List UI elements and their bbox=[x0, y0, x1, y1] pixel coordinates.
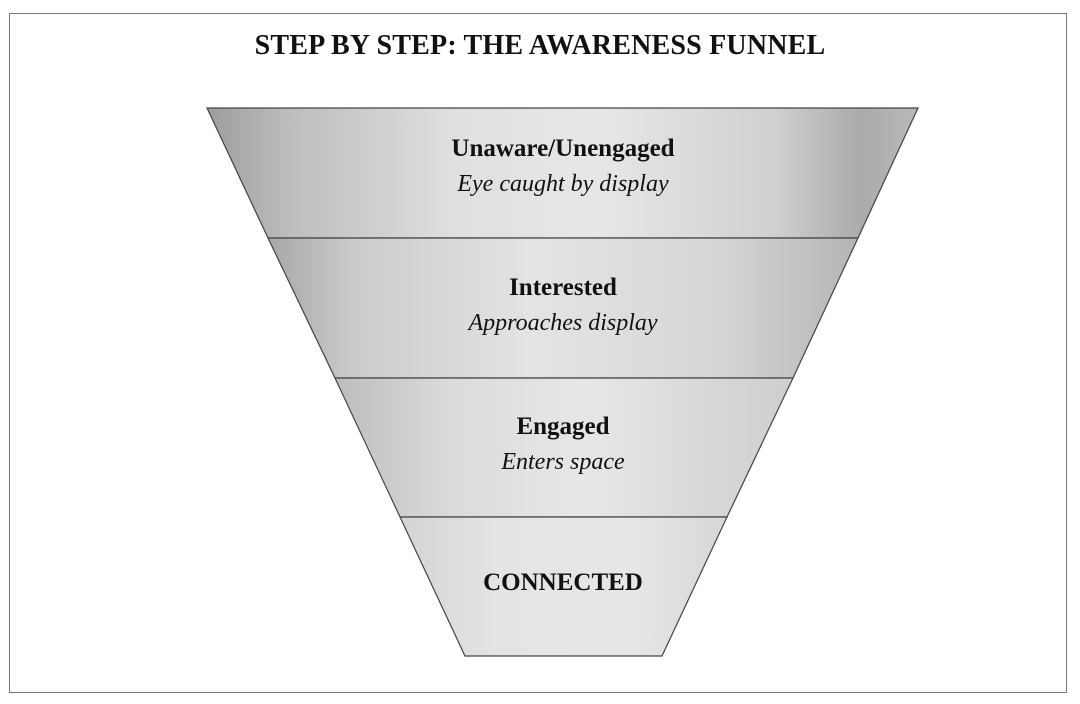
stage-subtitle: Enters space bbox=[501, 449, 625, 475]
stage-heading: Unaware/Unengaged bbox=[451, 135, 675, 162]
diagram-title: STEP BY STEP: THE AWARENESS FUNNEL bbox=[254, 30, 826, 61]
stage-subtitle: Eye caught by display bbox=[457, 171, 669, 197]
stage-3: Engaged Enters space bbox=[0, 413, 1080, 476]
stage-heading: Interested bbox=[509, 274, 617, 301]
stage-heading: Engaged bbox=[516, 413, 610, 440]
stage-2: Interested Approaches display bbox=[0, 274, 1080, 337]
stage-heading: CONNECTED bbox=[483, 569, 643, 596]
funnel-band-4 bbox=[399, 516, 728, 657]
stage-subtitle: Approaches display bbox=[468, 310, 658, 336]
stage-4: CONNECTED bbox=[0, 569, 1080, 597]
diagram-frame bbox=[9, 13, 1067, 693]
stage-1: Unaware/Unengaged Eye caught by display bbox=[0, 135, 1080, 198]
